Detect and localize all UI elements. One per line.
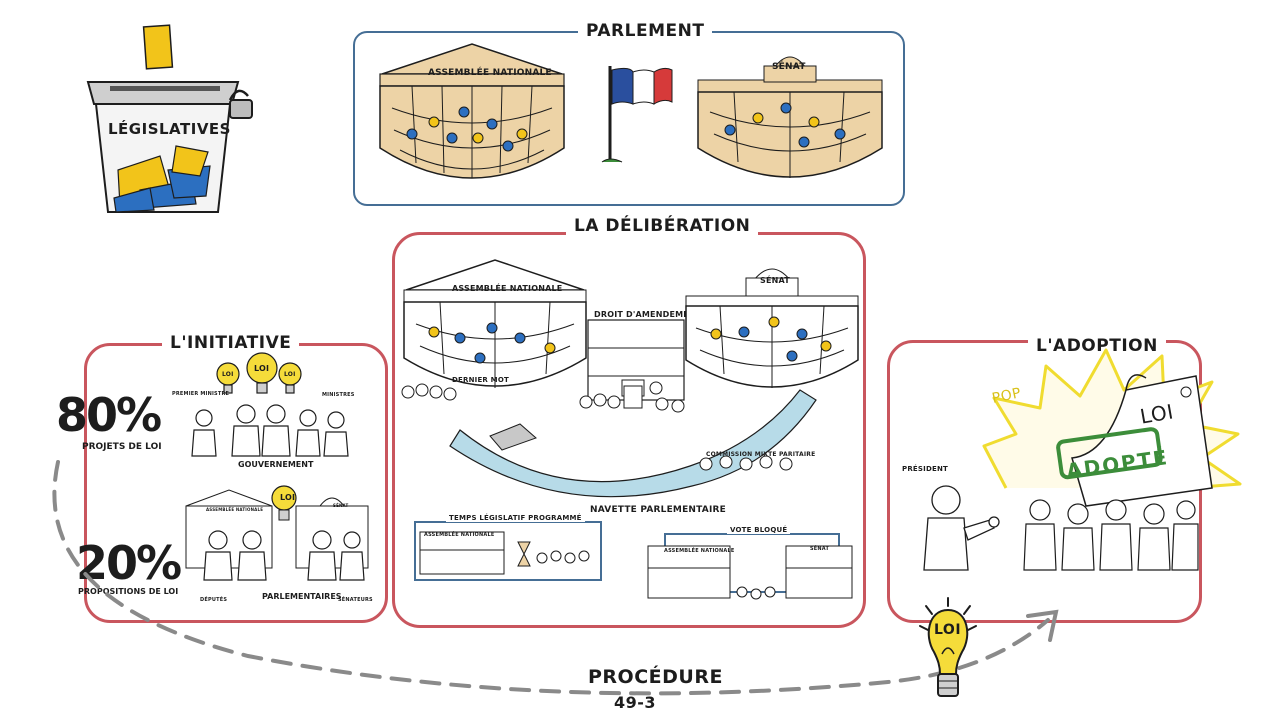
senat-label-initiative: SÉNAT [333,503,349,508]
vote-bloque-label: VOTE BLOQUÉ [727,526,791,534]
loi-bulb-label: LOI [934,622,962,638]
vote-bloque-drawing [647,545,853,600]
propositions-label: PROPOSITIONS DE LOI [78,587,179,596]
ballot-box-drawing [86,24,253,213]
deputes-label: DÉPUTÉS [200,597,228,603]
parlementaires-label: PARLEMENTAIRES [262,592,342,601]
droit-amendement-label: DROIT D'AMENDEMENT [594,310,702,319]
adoption-burst [982,348,1242,507]
senateurs-label: SÉNATEURS [338,597,373,603]
ballot-box: LÉGISLATIVES [80,20,270,220]
temps-an-label: ASSEMBLÉE NATIONALE [424,532,495,538]
ministres-label: MINISTRES [322,392,355,398]
pct-propositions: 20% [76,536,182,590]
assemblee-label-deliberation: ASSEMBLÉE NATIONALE [452,284,563,293]
navette-label: NAVETTE PARLEMENTAIRE [590,505,726,515]
loi-bulb-icon [919,597,977,697]
temps-legislatif-drawing [419,531,590,575]
pct-projets: 80% [56,388,162,442]
projets-label: PROJETS DE LOI [82,442,162,452]
procedure-number: 49-3 [614,693,657,712]
parlement-title: PARLEMENT [578,21,713,41]
deliberation-title: LA DÉLIBÉRATION [566,216,759,236]
loi-label-parlementaires: LOI [280,493,296,502]
president-label: PRÉSIDENT [902,465,948,473]
dernier-mot-label: DERNIER MOT [452,376,509,384]
loi-label-3: LOI [284,371,296,378]
commission-label: COMMISSION MIXTE PARITAIRE [706,451,816,458]
temps-legislatif-label: TEMPS LÉGISLATIF PROGRAMMÉ [446,514,585,522]
deliberation-people [401,383,793,471]
adoption-crowd [1023,499,1199,571]
senat-label-top: SÉNAT [772,62,806,72]
assemblee-label-initiative: ASSEMBLÉE NATIONALE [206,507,264,512]
assemblee-label-top: ASSEMBLÉE NATIONALE [428,68,552,78]
premier-ministre-label: PREMIER MINISTRE [172,391,230,397]
assemblee-building-top: ASSEMBLÉE NATIONALE [372,38,572,196]
vote-senat-label: SÉNAT [810,546,830,552]
senat-building-deliberation: SÉNAT [682,250,862,400]
vote-an-label: ASSEMBLÉE NATIONALE [664,548,735,554]
gouvernement-label: GOUVERNEMENT [238,460,314,469]
parlementaires-drawing [185,485,369,581]
senat-building-top: SÉNAT [694,38,886,196]
senat-label-deliberation: SÉNAT [760,276,790,285]
loi-label-2: LOI [254,364,270,373]
french-flag [600,62,680,168]
initiative-title: L'INITIATIVE [162,333,300,353]
ballot-label: LÉGISLATIVES [108,120,231,138]
navette-river [449,389,817,498]
loi-label-1: LOI [222,371,234,378]
assemblee-building-deliberation: ASSEMBLÉE NATIONALE [400,254,590,404]
adoption-title: L'ADOPTION [1028,336,1166,356]
procedure-title: PROCÉDURE [588,666,723,688]
gouvernement-drawing [191,352,349,457]
temps-legislatif-box [414,521,602,581]
president-figure [923,485,1000,571]
